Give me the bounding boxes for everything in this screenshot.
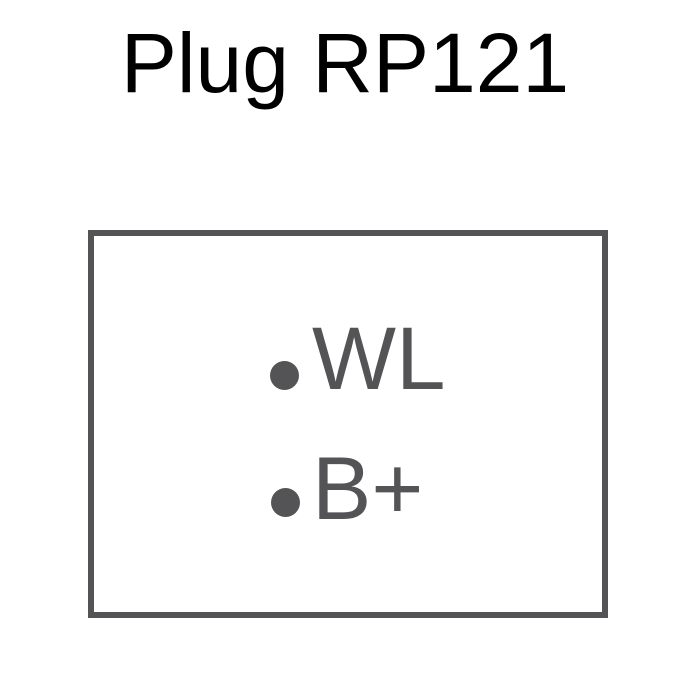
pin-label-b-plus: B+: [312, 438, 424, 538]
plug-title: Plug RP121: [120, 16, 570, 110]
pin-label-wl: WL: [312, 308, 446, 408]
pin-bullet-icon: [271, 488, 300, 517]
pin-bullet-icon: [270, 361, 299, 390]
plug-connector-outline: WL B+: [88, 230, 608, 618]
